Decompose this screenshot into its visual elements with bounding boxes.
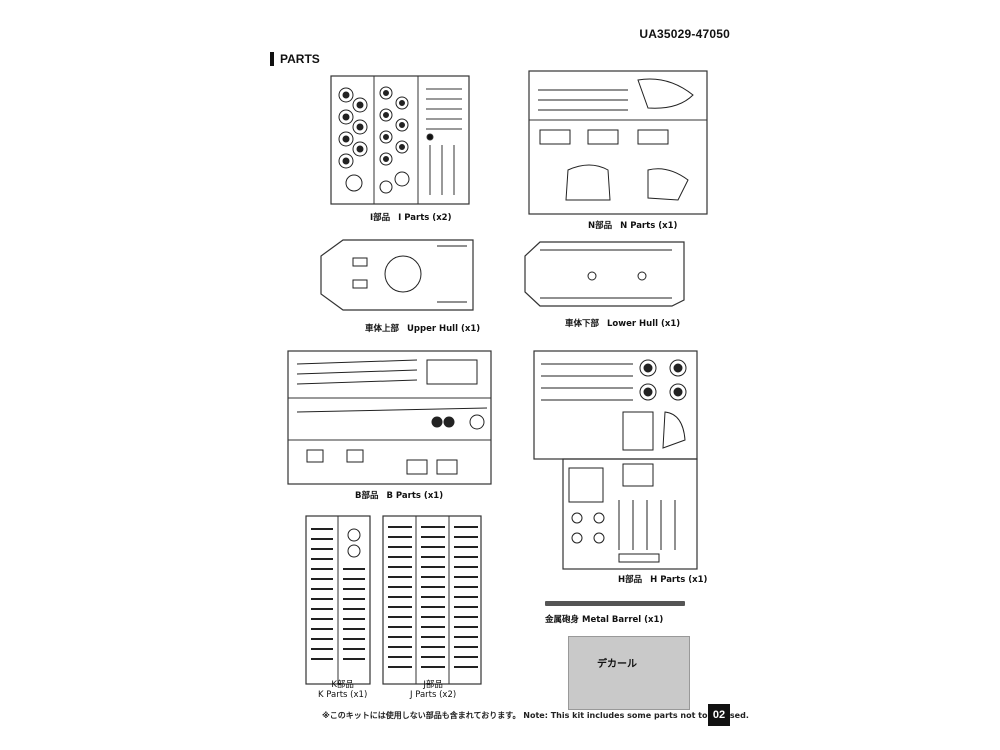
caption-lower-hull-jp: 車体下部	[565, 319, 600, 329]
decal-sheet: デカール	[568, 636, 690, 710]
section-title: PARTS	[280, 52, 320, 66]
caption-n-parts-en: N Parts (x1)	[620, 221, 678, 231]
caption-upper-hull: 車体上部 Upper Hull (x1)	[365, 322, 480, 334]
caption-j-parts: J部品 J Parts (x2)	[410, 678, 456, 700]
caption-j-parts-jp: J部品	[423, 680, 443, 690]
caption-i-parts-jp: I部品	[370, 213, 391, 223]
caption-h-parts: H部品 H Parts (x1)	[618, 573, 707, 585]
metal-barrel-drawing	[545, 601, 685, 606]
caption-metal-barrel-en: Metal Barrel (x1)	[582, 615, 664, 625]
caption-upper-hull-jp: 車体上部	[365, 324, 400, 334]
caption-i-parts: I部品 I Parts (x2)	[370, 211, 451, 223]
sprue-h-parts	[533, 350, 698, 570]
decal-label: デカール	[597, 659, 637, 670]
caption-lower-hull: 車体下部 Lower Hull (x1)	[565, 317, 680, 329]
caption-k-parts-en: K Parts (x1)	[318, 690, 368, 700]
section-marker	[270, 52, 274, 66]
upper-hull-drawing	[317, 236, 477, 314]
sprue-b-parts	[287, 350, 492, 485]
page-number: 02	[708, 704, 730, 726]
caption-i-parts-en: I Parts (x2)	[398, 213, 452, 223]
caption-n-parts: N部品 N Parts (x1)	[588, 219, 677, 231]
caption-b-parts-jp: B部品	[355, 491, 379, 501]
caption-upper-hull-en: Upper Hull (x1)	[407, 324, 481, 334]
caption-j-parts-en: J Parts (x2)	[410, 690, 457, 700]
caption-k-parts: K部品 K Parts (x1)	[318, 678, 367, 700]
sprue-j-parts	[382, 515, 482, 685]
sprue-i-parts	[330, 75, 470, 205]
sprue-k-parts	[305, 515, 371, 685]
sprue-n-parts	[528, 70, 708, 215]
document-code: UA35029-47050	[639, 27, 730, 41]
caption-b-parts: B部品 B Parts (x1)	[355, 489, 443, 501]
lower-hull-drawing	[522, 240, 687, 308]
caption-metal-barrel-jp: 金属砲身	[545, 615, 580, 625]
section-header: PARTS	[270, 52, 320, 66]
caption-b-parts-en: B Parts (x1)	[386, 491, 444, 501]
caption-lower-hull-en: Lower Hull (x1)	[607, 319, 681, 329]
caption-h-parts-jp: H部品	[618, 575, 643, 585]
caption-h-parts-en: H Parts (x1)	[650, 575, 708, 585]
caption-k-parts-jp: K部品	[331, 680, 354, 690]
caption-n-parts-jp: N部品	[588, 221, 613, 231]
footer-note: ※このキットには使用しない部品も含まれております。 Note: This kit…	[322, 711, 749, 720]
